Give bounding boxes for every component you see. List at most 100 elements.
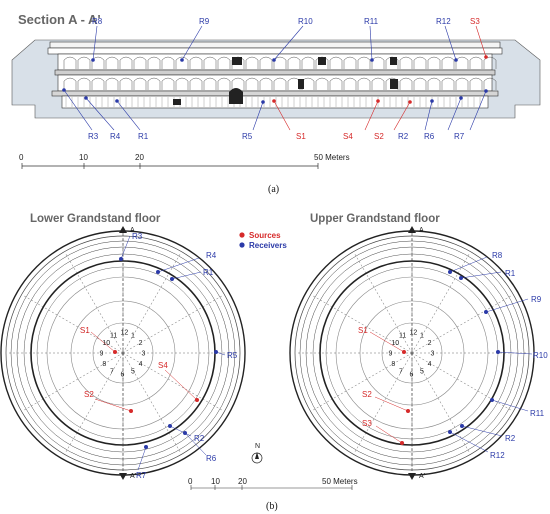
upper-label-s2: S2: [362, 390, 372, 399]
lower-arcade: [63, 77, 497, 90]
clock-number: 12: [121, 330, 129, 337]
upper-label-s1: S1: [358, 326, 368, 335]
receiver-point: [448, 430, 452, 434]
upper-label-r1: R1: [505, 269, 516, 278]
receiver-point: [459, 276, 463, 280]
label-r5: R5: [242, 132, 253, 141]
label-r1: R1: [138, 132, 149, 141]
clock-number: 3: [142, 351, 146, 358]
lower-label-s4: S4: [158, 361, 168, 370]
upper-plan-title: Upper Grandstand floor: [310, 213, 440, 225]
receiver-point: [183, 431, 187, 435]
plan-scale-tick: 10: [211, 477, 220, 486]
lower-label-r6: R6: [206, 454, 217, 463]
receiver-point: [484, 310, 488, 314]
upper-label-r2: R2: [505, 434, 516, 443]
receiver-point: [214, 350, 218, 354]
clock-number: 2: [428, 340, 432, 347]
lower-label-r3: R3: [132, 232, 143, 241]
upper-label-r8: R8: [492, 251, 503, 260]
clock-number: 7: [110, 369, 114, 376]
section-receiver-leaders: [63, 25, 487, 131]
north-label: N: [255, 443, 260, 450]
label-s4: S4: [343, 132, 353, 141]
upper-axis-top: A: [419, 227, 424, 234]
plan-scale-bar: 0 10 20 50 Meters: [188, 477, 358, 490]
receiver-point: [448, 270, 452, 274]
section-scale-bar: 0 10 20 50 Meters: [19, 153, 350, 169]
section-top-labels: R8 R9 R10 R11 R12 S3: [92, 17, 480, 26]
legend-receiver-marker: [239, 242, 245, 248]
label-s1: S1: [296, 132, 306, 141]
label-r12: R12: [436, 17, 451, 26]
source-point: [400, 441, 404, 445]
section-source-leaders: [273, 25, 487, 131]
clock-number: 9: [100, 351, 104, 358]
clock-number: 3: [431, 351, 435, 358]
upper-axis-bottom: A': [419, 473, 425, 480]
clock-number: 6: [121, 372, 125, 379]
clock-number: 4: [428, 361, 432, 368]
scale-tick: 20: [135, 153, 144, 162]
label-r8: R8: [92, 17, 103, 26]
receiver-point: [460, 424, 464, 428]
label-s2: S2: [374, 132, 384, 141]
clock-number: 6: [410, 372, 414, 379]
clock-number: 5: [131, 369, 135, 376]
source-point: [129, 409, 133, 413]
receiver-point: [168, 424, 172, 428]
clock-number: 2: [139, 340, 143, 347]
source-point: [402, 350, 406, 354]
label-r9: R9: [199, 17, 210, 26]
upper-label-r12: R12: [490, 451, 505, 460]
upper-label-r10: R10: [533, 351, 548, 360]
north-arrow: N: [251, 443, 263, 464]
clock-number: 11: [110, 332, 117, 339]
upper-label-r9: R9: [531, 295, 542, 304]
receiver-point: [156, 270, 160, 274]
label-r11: R11: [364, 17, 379, 26]
plan-scale-tick: 0: [188, 477, 193, 486]
plan-scale-end: 50 Meters: [322, 477, 358, 486]
scale-tick: 10: [79, 153, 88, 162]
source-point: [113, 350, 117, 354]
label-r4: R4: [110, 132, 121, 141]
section-bottom-labels: R3 R4 R1 R5 S1 S4 S2 R2 R6 R7: [88, 132, 465, 141]
label-r6: R6: [424, 132, 435, 141]
legend: Sources Receivers: [239, 231, 287, 250]
lower-label-r1: R1: [203, 268, 214, 277]
clock-number: 9: [389, 351, 393, 358]
clock-number: 8: [391, 361, 395, 368]
legend-sources-label: Sources: [249, 231, 281, 240]
clock-number: 1: [131, 332, 135, 339]
scale-tick: 0: [19, 153, 24, 162]
label-r3: R3: [88, 132, 99, 141]
lower-label-r2: R2: [194, 434, 205, 443]
upper-label-r11: R11: [530, 409, 545, 418]
receiver-point: [144, 445, 148, 449]
caption-b: (b): [266, 501, 278, 512]
caption-a: (a): [268, 184, 279, 195]
receiver-point: [119, 257, 123, 261]
lower-stairs: [65, 97, 481, 107]
clock-number: 7: [399, 369, 403, 376]
clock-number: 1: [420, 332, 424, 339]
label-r2: R2: [398, 132, 409, 141]
lower-plan-title: Lower Grandstand floor: [30, 213, 161, 225]
clock-number: 10: [391, 340, 399, 347]
receiver-point: [170, 277, 174, 281]
plan-scale-tick: 20: [238, 477, 247, 486]
label-r7: R7: [454, 132, 465, 141]
section-sources: [272, 55, 488, 104]
receiver-point: [490, 398, 494, 402]
receiver-point: [496, 350, 500, 354]
lower-label-s1: S1: [80, 326, 90, 335]
lower-axis-bottom: A': [130, 473, 136, 480]
clock-number: 8: [102, 361, 106, 368]
section-drawing: [11, 39, 541, 119]
lower-label-r4: R4: [206, 251, 217, 260]
legend-source-marker: [239, 232, 245, 238]
clock-number: 12: [410, 330, 418, 337]
